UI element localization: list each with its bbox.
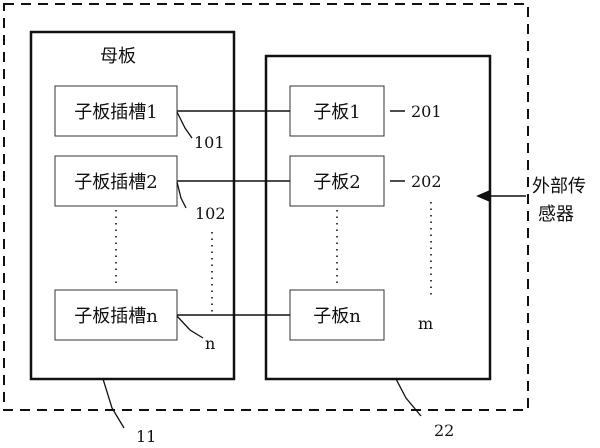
sensor-arrow-head xyxy=(476,190,490,202)
daughter-group-ref: 22 xyxy=(434,421,454,440)
slot-n-leader xyxy=(176,315,204,339)
slot-1-label: 子板插槽1 xyxy=(74,102,157,123)
sensor-label-line2: 感器 xyxy=(538,204,574,225)
daughter-1-ref: 201 xyxy=(411,102,442,121)
slot-2-leader xyxy=(176,181,187,209)
slot-n-ref: n xyxy=(205,334,215,353)
motherboard-ref: 11 xyxy=(136,427,156,446)
slot-1-leader xyxy=(176,111,193,139)
motherboard-title: 母板 xyxy=(100,46,136,67)
slot-2-label: 子板插槽2 xyxy=(74,172,157,193)
slot-2-box xyxy=(54,155,178,207)
daughter-n-box xyxy=(289,289,385,341)
slot-1-box xyxy=(54,85,178,137)
slot-2-ref: 102 xyxy=(195,204,226,223)
daughter-1-label: 子板1 xyxy=(313,102,360,123)
daughter-group-ref-leader xyxy=(395,378,422,417)
slot-n-label: 子板插槽n xyxy=(74,306,158,327)
motherboard-ref-leader xyxy=(102,378,125,429)
daughter-n-label: 子板n xyxy=(313,306,361,327)
outer-dashed-box xyxy=(3,3,529,411)
daughter-1-box xyxy=(289,85,385,137)
sensor-label-line1: 外部传 xyxy=(532,176,586,197)
daughter-2-ref: 202 xyxy=(411,172,442,191)
daughter-2-label: 子板2 xyxy=(313,172,360,193)
slot-1-ref: 101 xyxy=(194,133,225,152)
daughter-n-ref: m xyxy=(418,314,433,333)
daughter-2-box xyxy=(289,155,385,207)
